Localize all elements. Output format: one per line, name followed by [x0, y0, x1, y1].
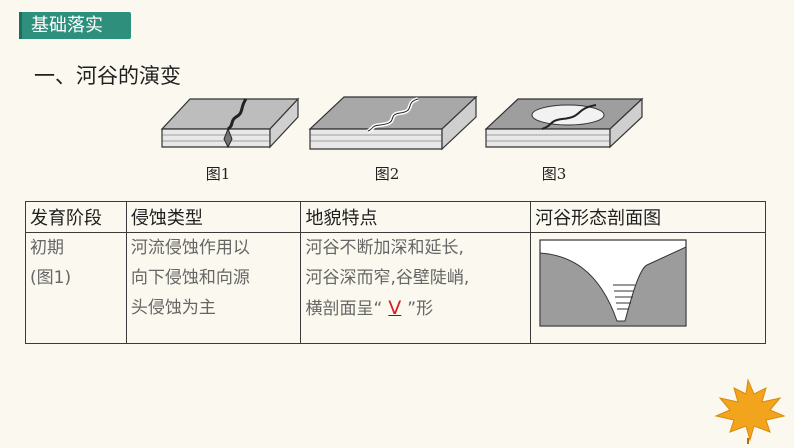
- feature-line-2: 河谷深而窄,谷壁陡峭,: [305, 268, 470, 288]
- stage-name: 初期: [30, 238, 64, 258]
- erosion-line-2: 向下侵蚀和向源: [130, 268, 250, 288]
- section-tag-bar: [19, 12, 22, 39]
- table-row: 初期 (图1) 河流侵蚀作用以 向下侵蚀和向源 头侵蚀为主 河谷不断加深和延长,…: [25, 232, 766, 344]
- header-erosion-type: 侵蚀类型: [125, 201, 302, 233]
- table-header-row: 发育阶段 侵蚀类型 地貌特点 河谷形态剖面图: [25, 201, 766, 233]
- section-heading: 一、河谷的演变: [34, 64, 181, 88]
- header-stage: 发育阶段: [25, 201, 127, 233]
- feature-line-3-suffix: ”形: [407, 299, 434, 319]
- feature-line-1: 河谷不断加深和延长,: [305, 238, 464, 258]
- figure-1-label: 图1: [205, 165, 231, 183]
- maple-leaf-decoration: [712, 378, 786, 448]
- figure-1-block-diagram: [160, 95, 300, 157]
- stage-cell: 初期 (图1): [25, 232, 127, 344]
- landform-features-cell: 河谷不断加深和延长, 河谷深而窄,谷壁陡峭, 横剖面呈“V”形: [300, 232, 532, 344]
- header-landform-features: 地貌特点: [300, 201, 532, 233]
- feature-line-3-prefix: 横剖面呈“: [305, 299, 383, 319]
- v-shaped-valley-profile: [539, 239, 687, 327]
- figure-2-label: 图2: [374, 165, 400, 183]
- erosion-type-cell: 河流侵蚀作用以 向下侵蚀和向源 头侵蚀为主: [125, 232, 302, 344]
- header-profile-diagram: 河谷形态剖面图: [530, 201, 766, 233]
- valley-evolution-table: 发育阶段 侵蚀类型 地貌特点 河谷形态剖面图 初期 (图1) 河流侵蚀作用以 向…: [25, 201, 766, 344]
- section-tag-label: 基础落实: [31, 15, 103, 36]
- figure-2-block-diagram: [308, 95, 478, 159]
- answer-v-shape: V: [388, 297, 402, 319]
- stage-figure-ref: (图1): [30, 268, 72, 288]
- feature-line-3: 横剖面呈“V”形: [305, 293, 526, 324]
- figure-3-label: 图3: [541, 165, 567, 183]
- section-tag: 基础落实: [19, 12, 131, 39]
- figure-3-block-diagram: [484, 95, 644, 157]
- profile-diagram-cell: [530, 232, 766, 344]
- erosion-line-1: 河流侵蚀作用以: [130, 238, 250, 258]
- erosion-line-3: 头侵蚀为主: [130, 298, 216, 318]
